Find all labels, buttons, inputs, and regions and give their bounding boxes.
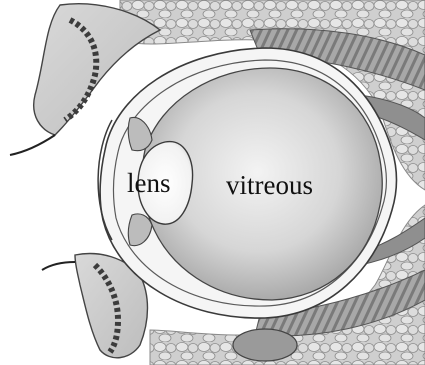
lens-label: lens — [127, 170, 171, 197]
lower-oblique-muscle — [233, 329, 297, 361]
vitreous-label: vitreous — [226, 172, 313, 199]
